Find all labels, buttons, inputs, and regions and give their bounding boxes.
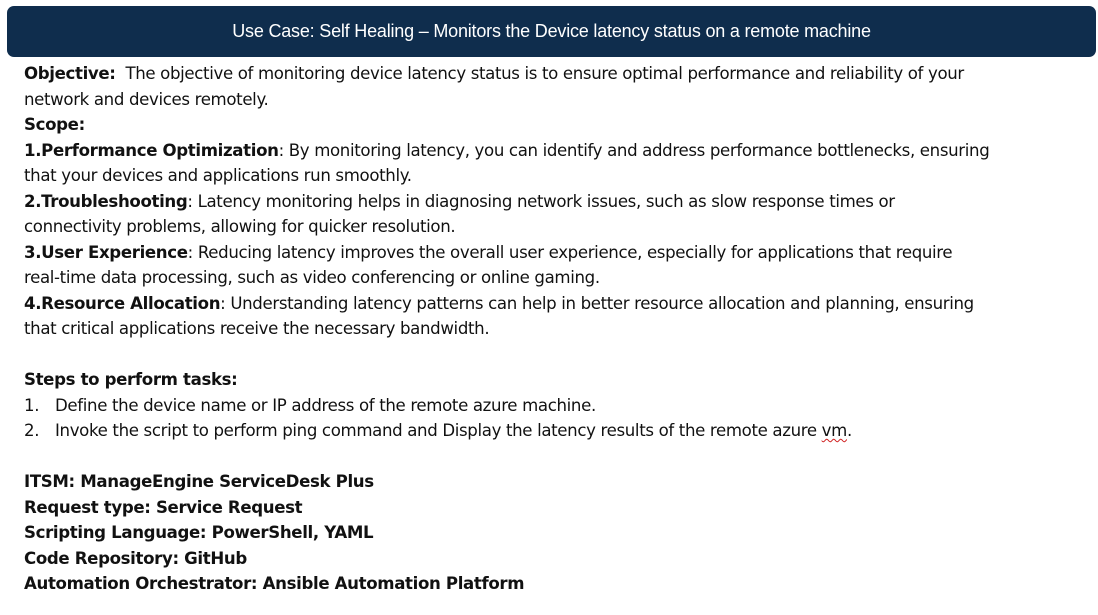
scope-item-continuation: that your devices and applications run s… (24, 166, 412, 185)
scope-item-text: : By monitoring latency, you can identif… (278, 140, 990, 160)
detail-itsm: ITSM: ManageEngine ServiceDesk Plus (24, 472, 374, 491)
document-body: Objective: The objective of monitoring d… (24, 61, 1086, 597)
scope-item-title: 3.User Experience (24, 242, 188, 262)
objective-label: Objective: (24, 64, 116, 83)
scope-item-title: 2.Troubleshooting (24, 191, 188, 211)
scope-item: 3.User Experience: Reducing latency impr… (24, 240, 1086, 266)
spellcheck-flagged-word: vm (821, 421, 848, 440)
scope-list: 1.Performance Optimization: By monitorin… (24, 138, 1086, 342)
steps-list: 1. Define the device name or IP address … (24, 393, 1086, 444)
detail-scripting-language: Scripting Language: PowerShell, YAML (24, 523, 374, 542)
scope-item-continuation: that critical applications receive the n… (24, 319, 490, 338)
objective-text-line1: The objective of monitoring device laten… (115, 64, 964, 83)
step-item: 1. Define the device name or IP address … (24, 393, 1086, 419)
scope-item-text: : Latency monitoring helps in diagnosing… (187, 191, 895, 211)
steps-heading: Steps to perform tasks: (24, 370, 238, 389)
scope-item-continuation: connectivity problems, allowing for quic… (24, 217, 456, 236)
objective-paragraph: Objective: The objective of monitoring d… (24, 61, 1086, 87)
details-list: ITSM: ManageEngine ServiceDesk Plus Requ… (24, 469, 1086, 597)
scope-item: 2.Troubleshooting: Latency monitoring he… (24, 189, 1086, 215)
scope-item-text: : Reducing latency improves the overall … (187, 242, 953, 262)
scope-item-text: : Understanding latency patterns can hel… (220, 293, 974, 313)
scope-item: 4.Resource Allocation: Understanding lat… (24, 291, 1086, 317)
scope-item-title: 4.Resource Allocation (24, 293, 221, 313)
scope-item-title: 1.Performance Optimization (24, 140, 279, 160)
step-text-end: . (846, 421, 852, 440)
step-text-main: Invoke the script to perform ping comman… (55, 421, 822, 440)
step-text: Define the device name or IP address of … (55, 395, 596, 415)
detail-automation-orchestrator: Automation Orchestrator: Ansible Automat… (24, 574, 525, 593)
step-number: 1. (24, 395, 40, 415)
step-text: Invoke the script to perform ping comman… (55, 418, 852, 444)
detail-code-repository: Code Repository: GitHub (24, 548, 247, 568)
scope-item: 1.Performance Optimization: By monitorin… (24, 138, 1086, 164)
detail-request-type: Request type: Service Request (24, 497, 303, 517)
step-number: 2. (24, 421, 40, 440)
scope-item-continuation: real-time data processing, such as video… (24, 268, 600, 287)
title-banner: Use Case: Self Healing – Monitors the De… (7, 6, 1096, 57)
page-title: Use Case: Self Healing – Monitors the De… (232, 21, 871, 41)
objective-text-line2: network and devices remotely. (24, 89, 269, 109)
spacer (24, 342, 1086, 368)
scope-heading: Scope: (24, 115, 85, 134)
step-item: 2. Invoke the script to perform ping com… (24, 418, 1086, 444)
spacer (24, 444, 1086, 470)
